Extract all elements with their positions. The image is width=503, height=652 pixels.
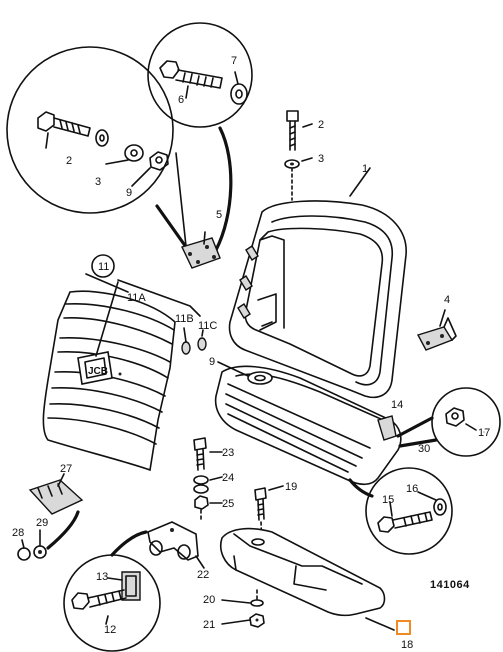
callout-15: 15 [382, 494, 394, 506]
callout-9-lower: 9 [209, 356, 215, 368]
bracket-22 [147, 521, 205, 569]
callout-11: 11 [98, 261, 109, 273]
detail-circle-bolt-15 [348, 467, 453, 555]
callout-23: 23 [222, 447, 234, 459]
callout-25: 25 [222, 498, 234, 510]
callout-17: 17 [478, 427, 490, 439]
callout-21: 21 [203, 619, 215, 631]
highlight-marker[interactable] [396, 620, 411, 635]
callout-6: 6 [178, 94, 184, 106]
callout-4: 4 [444, 294, 450, 306]
callout-5: 5 [216, 209, 222, 221]
badge-jcb-mark: JCB [88, 366, 108, 377]
grille-11: JCB [42, 273, 176, 472]
callout-7: 7 [231, 55, 237, 67]
callout-24: 24 [222, 472, 234, 484]
callout-29: 29 [36, 517, 48, 529]
callout-20: 20 [203, 594, 215, 606]
callout-16: 16 [406, 483, 418, 495]
drawing-reference-number: 141064 [430, 579, 470, 591]
bolt-23-stack [193, 437, 223, 523]
bolt-2-center [284, 110, 313, 201]
callout-22: 22 [197, 569, 209, 581]
lower-duct [214, 361, 402, 486]
callout-11-circle [91, 254, 115, 278]
bracket-27 [28, 473, 84, 515]
callout-13: 13 [96, 571, 108, 583]
detail-circle-12-13 [63, 530, 161, 652]
callout-2: 2 [66, 155, 72, 167]
callout-28: 28 [12, 527, 24, 539]
callout-9: 9 [126, 187, 132, 199]
callout-30: 30 [418, 443, 430, 455]
callout-2-center: 2 [318, 119, 324, 131]
fixings-20-21 [221, 589, 265, 628]
detail-circle-bolts [6, 46, 174, 214]
callout-11c: 11C [198, 320, 217, 332]
callout-3-center: 3 [318, 153, 324, 165]
callout-18: 18 [401, 639, 413, 651]
connector-line-right [214, 126, 233, 252]
bracket-4 [416, 309, 457, 351]
fixings-28-29 [17, 510, 80, 561]
housing-1 [228, 167, 407, 399]
connector-line-left [155, 204, 188, 249]
callout-19: 19 [285, 481, 297, 493]
callout-1: 1 [362, 163, 368, 175]
bracket-5 [181, 231, 221, 269]
callout-11a: 11A [127, 292, 146, 304]
detail-circle-nut-17 [396, 387, 501, 457]
clips-11b-11c [117, 279, 207, 355]
callout-11b: 11B [175, 313, 194, 325]
step-18 [220, 527, 395, 631]
callout-27: 27 [60, 463, 72, 475]
callout-14: 14 [391, 399, 403, 411]
callout-12: 12 [104, 624, 116, 636]
detail-circle-bolt-washer [147, 22, 253, 128]
callout-3: 3 [95, 176, 101, 188]
